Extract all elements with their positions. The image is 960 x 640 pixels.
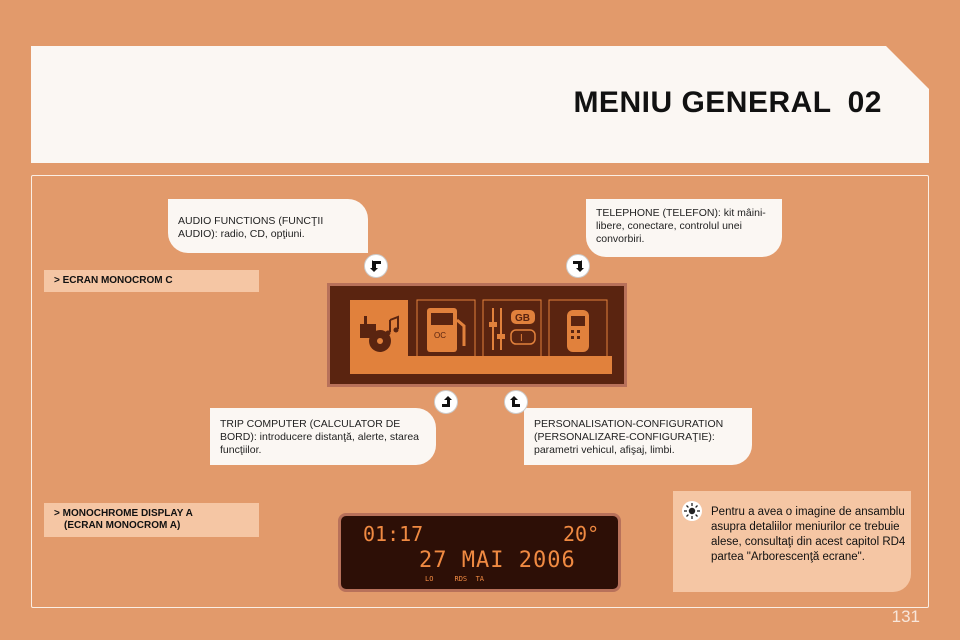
info-box: Pentru a avea o imagine de ansamblu asup… — [673, 491, 911, 592]
lcd-date: 27 MAI 2006 — [419, 548, 576, 573]
arrow-up-left-icon — [504, 390, 528, 414]
page-title: MENIU GENERAL 02 — [573, 86, 882, 120]
fuel-label: OC — [434, 331, 446, 340]
section-mono-a-line2: (ECRAN MONOCROM A) — [64, 520, 181, 531]
arrow-down-right-icon — [364, 254, 388, 278]
page-number: 131 — [891, 607, 920, 626]
i-label: I — [520, 333, 523, 344]
info-text: Pentru a avea o imagine de ansamblu asup… — [711, 506, 906, 563]
lightbulb-icon — [682, 501, 702, 521]
monochrome-display-a: 01:17 20° 27 MAI 2006 LO RDS TA — [338, 513, 621, 592]
header-panel — [31, 46, 929, 163]
arrow-up-right-icon — [434, 390, 458, 414]
section-mono-c: > ECRAN MONOCROM C — [44, 270, 259, 292]
settings-gb-i-icon: GB I — [482, 299, 542, 361]
lcd-time: 01:17 — [363, 522, 424, 546]
lcd-indicators: LO RDS TA — [425, 575, 485, 583]
fuel-pump-icon: OC — [416, 299, 476, 361]
mobile-phone-icon — [548, 299, 608, 361]
section-mono-a-line1: > MONOCHROME DISPLAY A — [54, 508, 193, 519]
callout-audio: AUDIO FUNCTIONS (FUNCŢII AUDIO): radio, … — [168, 199, 368, 253]
arrow-down-left-icon — [566, 254, 590, 278]
gb-label: GB — [515, 313, 530, 324]
chapter-number: 02 — [847, 86, 882, 119]
callout-telephone: TELEPHONE (TELEFON): kit mâini-libere, c… — [586, 199, 782, 257]
section-mono-a: > MONOCHROME DISPLAY A (ECRAN MONOCROM A… — [44, 503, 259, 537]
callout-personalisation: PERSONALISATION-CONFIGURATION (PERSONALI… — [524, 408, 752, 465]
monochrome-screen-c: OC GB I — [327, 283, 627, 387]
callout-trip-computer: TRIP COMPUTER (CALCULATOR DE BORD): intr… — [210, 408, 436, 465]
lcd-temperature: 20° — [563, 522, 600, 546]
title-text: MENIU GENERAL — [573, 86, 832, 119]
audio-cd-icon-glyph — [360, 315, 399, 352]
main-frame — [31, 175, 929, 608]
